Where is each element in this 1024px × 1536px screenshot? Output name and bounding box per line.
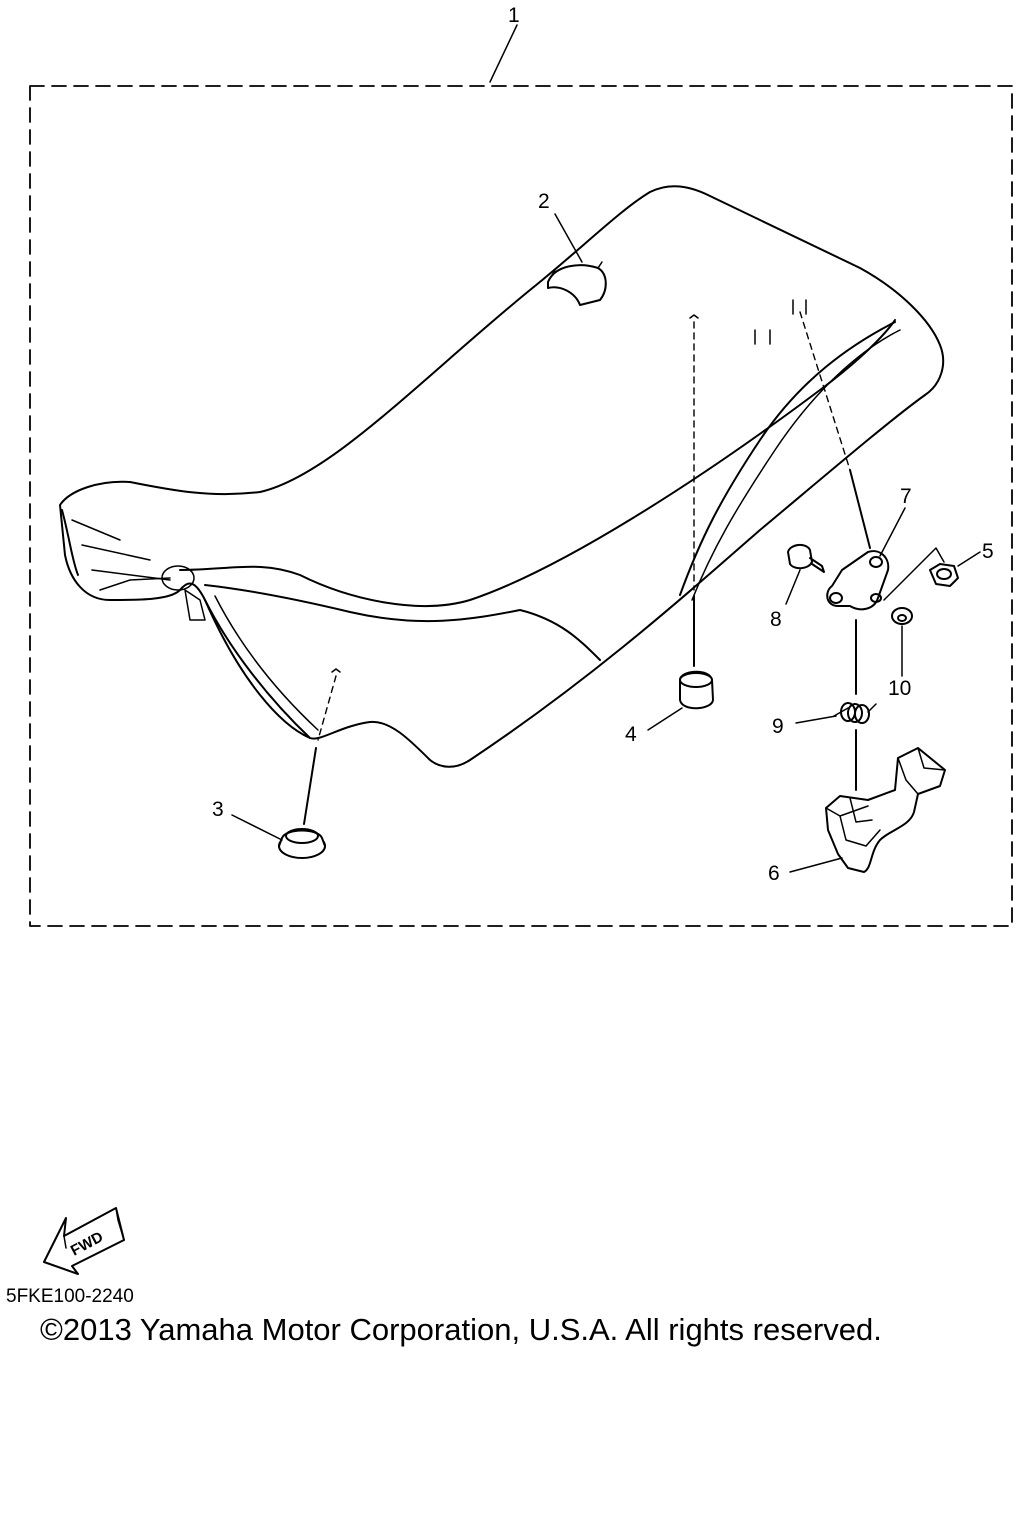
guide-7 — [799, 311, 851, 471]
leader-7 — [879, 507, 906, 557]
part-8-bolt — [787, 544, 825, 573]
guide-3 — [317, 675, 337, 741]
mark-c — [792, 299, 807, 315]
callout-4: 4 — [625, 723, 637, 746]
part-10-clip — [891, 607, 913, 625]
leader-5 — [957, 551, 981, 567]
mark-d — [331, 668, 341, 673]
seat-nose-rib1 — [71, 519, 121, 541]
callout-9: 9 — [772, 715, 784, 738]
leader-6 — [789, 857, 843, 873]
copyright-notice: ©2013 Yamaha Motor Corporation, U.S.A. A… — [40, 1312, 882, 1347]
part-4-damper — [679, 670, 714, 710]
callout-3: 3 — [212, 798, 224, 821]
callout-1: 1 — [508, 4, 520, 27]
callout-2: 2 — [538, 190, 550, 213]
part-7-bracket — [826, 550, 890, 611]
mark-a — [689, 314, 699, 319]
leader-9 — [795, 715, 837, 724]
callout-5: 5 — [982, 540, 994, 563]
seat-nose-inner — [61, 509, 79, 576]
seat-outline — [59, 185, 945, 768]
fwd-arrow-icon: FWD — [43, 1207, 125, 1275]
leader-8 — [785, 569, 801, 605]
mark-b — [754, 329, 771, 345]
seat-seam-front — [179, 319, 896, 607]
assembly-boundary — [29, 85, 1013, 927]
part-5-nut — [929, 563, 959, 587]
seat-nose-boss — [161, 565, 195, 591]
part-3-damper — [278, 828, 326, 859]
seat-seam-rear — [679, 321, 896, 596]
leader-1 — [489, 24, 518, 83]
callout-6: 6 — [768, 862, 780, 885]
guide-5 — [883, 547, 945, 601]
seat-seam-rear-inner — [691, 329, 901, 601]
part-6-lever — [825, 747, 946, 873]
seat — [59, 185, 945, 768]
seat-nose-arrow — [99, 577, 171, 591]
guide-3b — [303, 747, 317, 825]
seat-side-edge-inner — [214, 595, 319, 731]
leader-2 — [554, 213, 583, 263]
seat-nose-rib2 — [81, 544, 151, 561]
seat-front-tab — [184, 589, 206, 621]
part-code: 5FKE100-2240 — [6, 1286, 134, 1307]
callout-8: 8 — [770, 608, 782, 631]
part-9-spring — [833, 702, 877, 724]
callout-10: 10 — [888, 677, 911, 700]
leader-4 — [647, 707, 683, 731]
guide-7b — [849, 469, 871, 549]
callout-7: 7 — [900, 485, 912, 508]
leader-3 — [231, 814, 283, 841]
seat-seam-side — [204, 584, 601, 661]
seat-side-edge — [204, 599, 311, 739]
part-2-hook — [547, 261, 607, 306]
